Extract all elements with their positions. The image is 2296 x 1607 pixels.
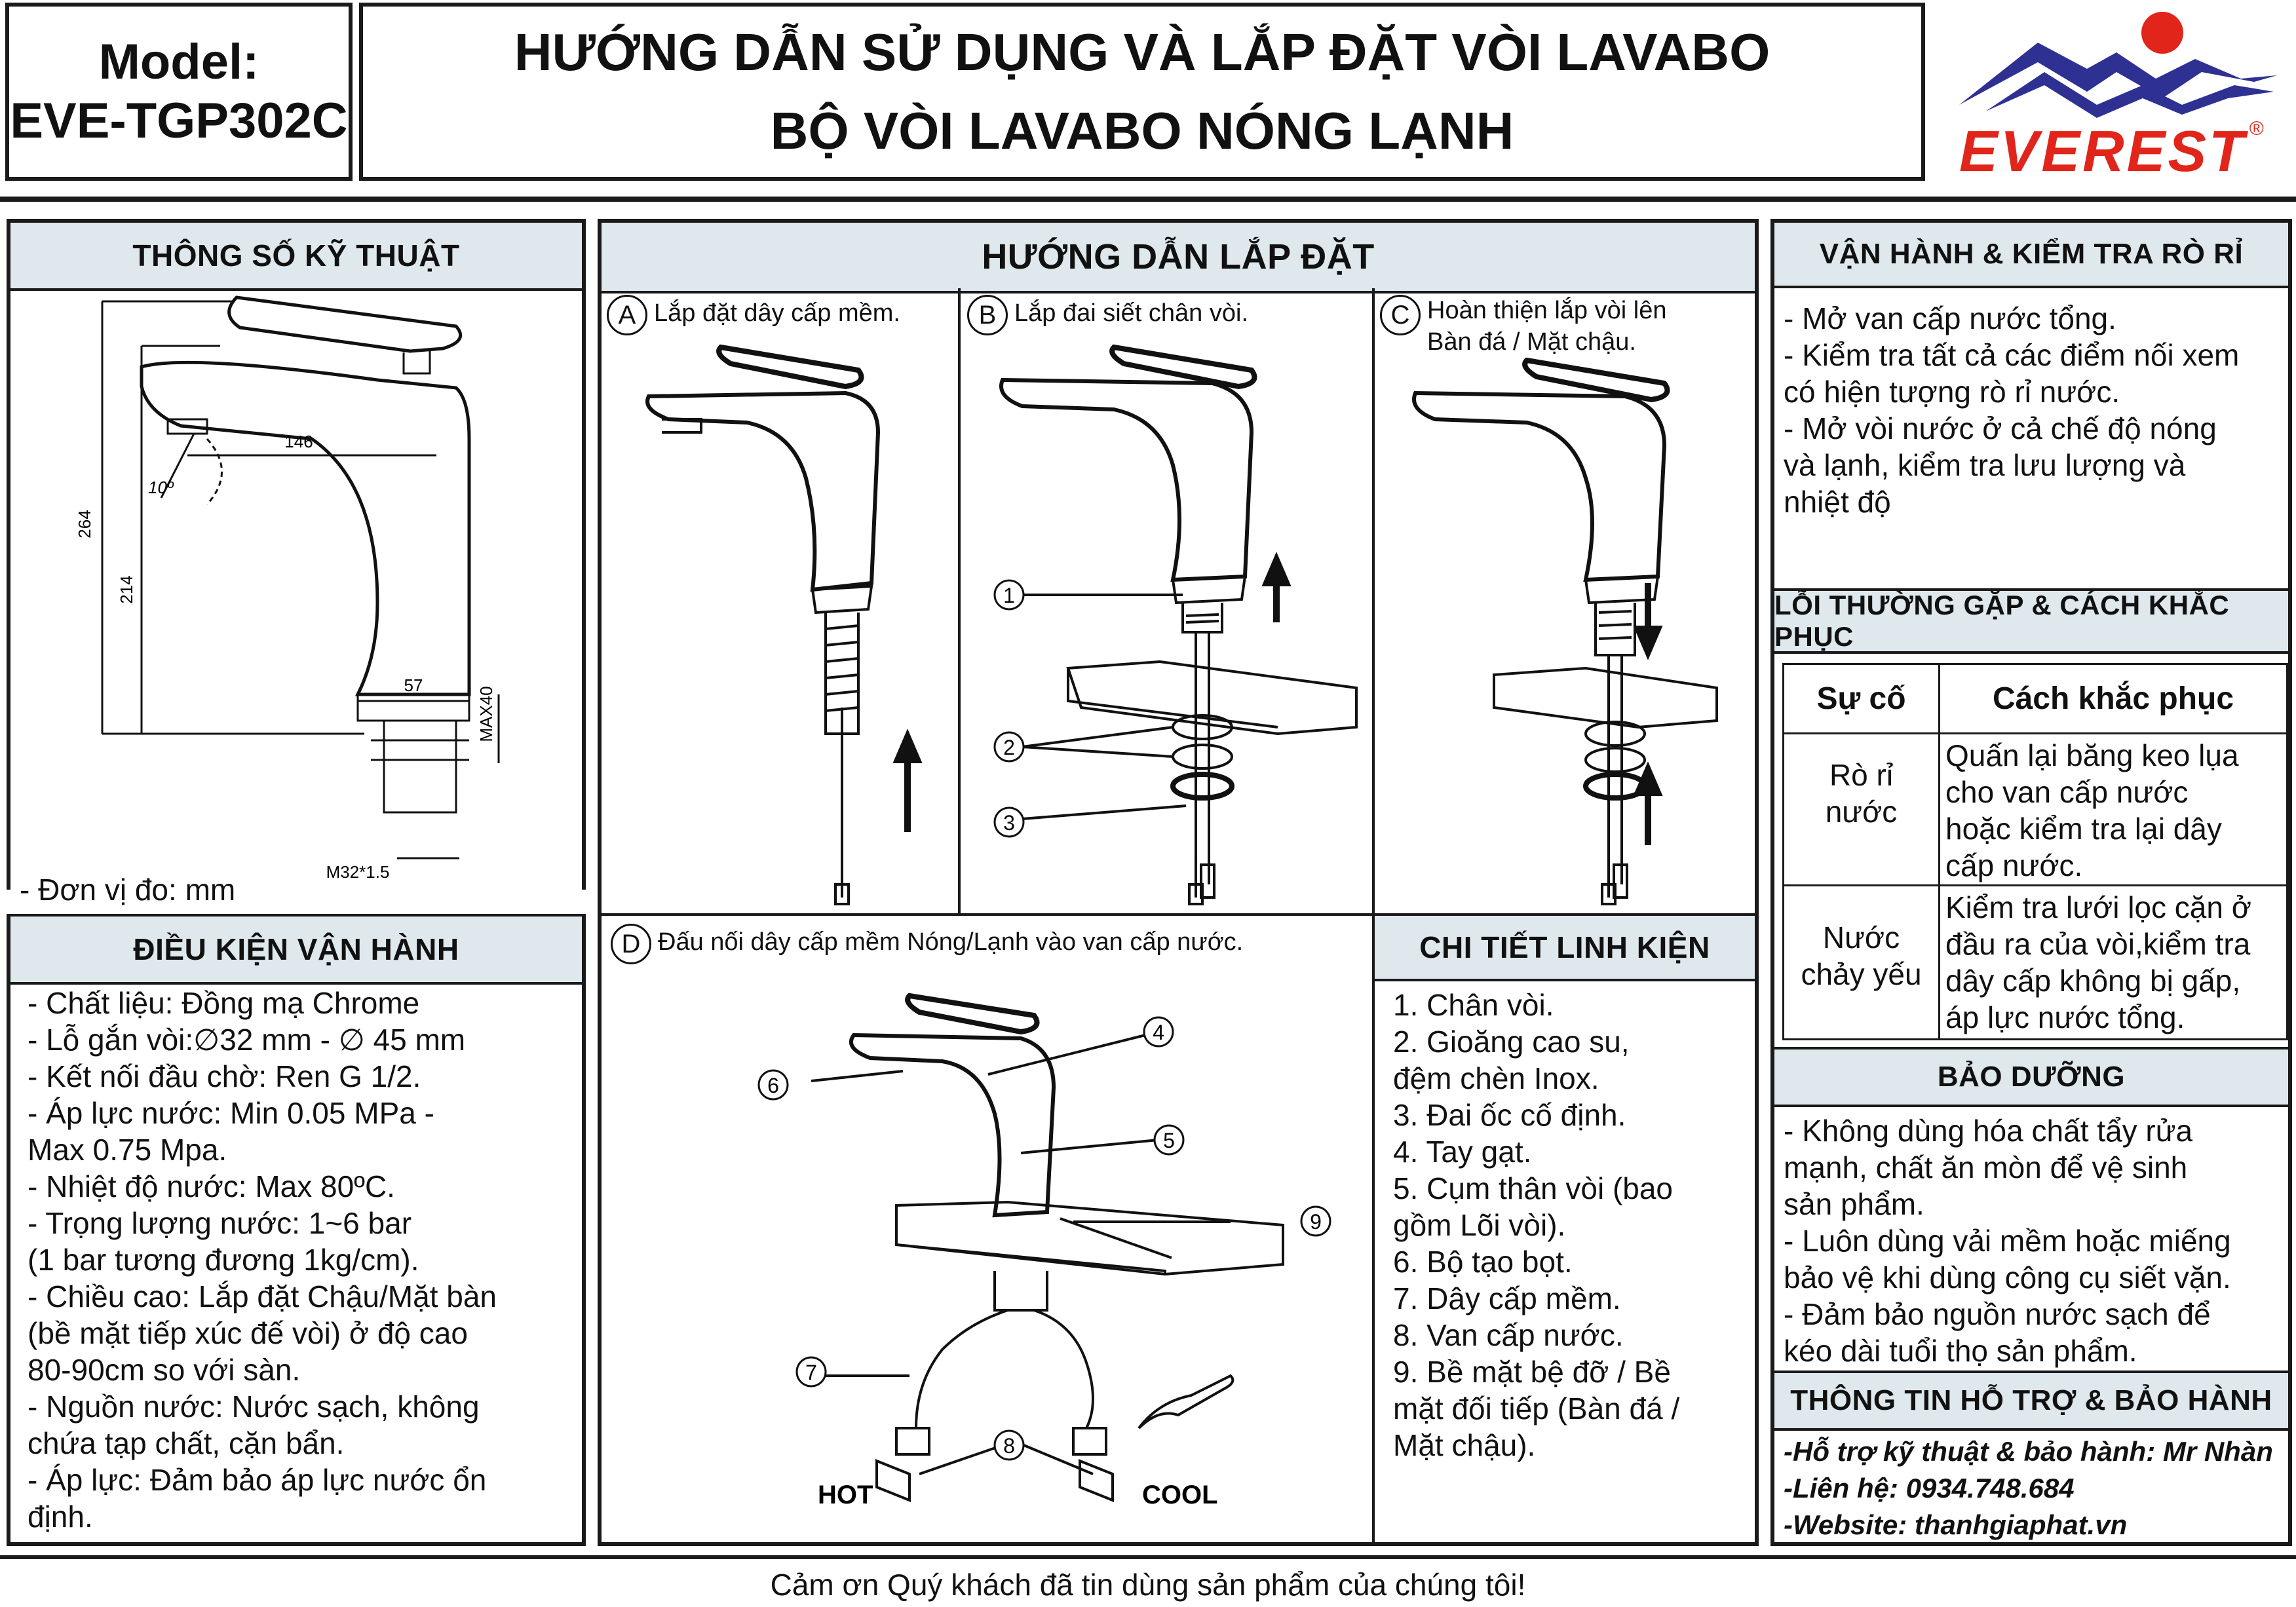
step-d: D Đấu nối dây cấp mềm Nóng/Lạnh vào van … [611, 924, 1243, 964]
callout-9: 9 [1300, 1205, 1331, 1237]
footer-divider [0, 1555, 2296, 1559]
support-text: -Hỗ trợ kỹ thuật & bảo hành: Mr Nhàn -Li… [1784, 1436, 2273, 1540]
issue-cell: Rò rỉ nước [1784, 734, 1940, 886]
step-d-letter: D [611, 924, 651, 964]
svg-text:8: 8 [1003, 1434, 1015, 1458]
svg-text:2: 2 [1003, 736, 1015, 759]
brand-registered-mark: ® [2249, 118, 2264, 140]
callout-2: 2 [993, 731, 1025, 763]
conditions-panel: ĐIỀU KIỆN VẬN HÀNH - Chất liệu: Đồng mạ … [7, 914, 586, 1546]
specs-panel: THÔNG SỐ KỸ THUẬT 264 214 146 57 10º MAX… [7, 219, 586, 907]
install-title: HƯỚNG DẪN LẮP ĐẶT [602, 223, 1755, 293]
step-a-letter: A [607, 295, 647, 335]
step-c: C Hoàn thiện lắp vòi lên Bàn đá / Mặt ch… [1380, 295, 1666, 358]
install-divider-v1 [958, 288, 961, 915]
col-header-fix: Cách khắc phục [1992, 681, 2234, 716]
callout-4: 4 [1143, 1016, 1174, 1048]
model-label: Model: [98, 34, 259, 90]
footer-thanks: Cảm ơn Quý khách đã tin dùng sản phẩm củ… [770, 1568, 1526, 1602]
install-panel: HƯỚNG DẪN LẮP ĐẶT [598, 219, 1759, 1546]
operation-title: VẬN HÀNH & KIỂM TRA RÒ RỈ [1774, 223, 2288, 288]
step-c-drawing [1412, 357, 1718, 905]
issue-cell: Nước chảy yếu [1784, 886, 1940, 1038]
svg-text:5: 5 [1163, 1129, 1175, 1152]
parts-panel: CHI TIẾT LINH KIỆN 1. Chân vòi. 2. Gioăn… [1375, 916, 1755, 1543]
col-header-issue: Sự cố [1816, 681, 1906, 716]
step-b: B Lắp đai siết chân vòi. [967, 295, 1248, 335]
troubleshoot-table: Sự cố Cách khắc phục Rò rỉ nước Quấn lại… [1782, 663, 2288, 1040]
install-divider-h [602, 913, 1755, 916]
callout-5: 5 [1153, 1124, 1185, 1156]
fix-cell: Kiểm tra lưới lọc cặn ở đầu ra của vòi,k… [1945, 890, 2251, 1034]
parts-list: 1. Chân vòi. 2. Gioăng cao su, đệm chèn … [1393, 988, 1680, 1462]
model-code: EVE-TGP302C [10, 93, 348, 149]
maintenance-text: - Không dùng hóa chất tẩy rửa mạnh, chất… [1784, 1114, 2231, 1368]
callout-7: 7 [795, 1356, 827, 1388]
conditions-text: - Chất liệu: Đồng mạ Chrome - Lỗ gắn vòi… [28, 986, 497, 1534]
step-d-drawing: 4 5 6 7 8 9 HOT COOL [757, 993, 1331, 1509]
mountain-logo-icon [1959, 12, 2277, 118]
brand-logo: EVEREST ® [1946, 7, 2287, 183]
troubleshoot-title: LỖI THƯỜNG GẶP & CÁCH KHẮC PHỤC [1774, 588, 2288, 654]
brand-name: EVEREST [1959, 119, 2247, 183]
svg-text:7: 7 [805, 1361, 817, 1384]
svg-text:6: 6 [767, 1074, 779, 1097]
fix-cell: Quấn lại băng keo lụa cho van cấp nước h… [1945, 738, 2239, 882]
parts-title: CHI TIẾT LINH KIỆN [1375, 916, 1755, 981]
model-box: Model: EVE-TGP302C [5, 3, 353, 181]
dim-57: 57 [404, 675, 423, 695]
svg-text:1: 1 [1003, 584, 1015, 607]
callout-3: 3 [993, 806, 1025, 838]
title-box: HƯỚNG DẪN SỬ DỤNG VÀ LẮP ĐẶT VÒI LAVABO … [359, 3, 1925, 181]
dim-max40: MAX40 [476, 686, 496, 742]
unit-note: - Đơn vị đo: mm [20, 873, 236, 907]
step-b-caption: Lắp đai siết chân vòi. [1014, 299, 1249, 327]
callout-1: 1 [993, 579, 1025, 611]
hot-label: HOT [818, 1481, 873, 1509]
page-title: HƯỚNG DẪN SỬ DỤNG VÀ LẮP ĐẶT VÒI LAVABO [514, 23, 1770, 81]
callout-6: 6 [757, 1069, 789, 1101]
maintenance-title: BẢO DƯỠNG [1774, 1047, 2288, 1107]
step-b-drawing: 1 2 3 [993, 344, 1358, 905]
step-c-letter: C [1380, 295, 1421, 335]
page-subtitle: BỘ VÒI LAVABO NÓNG LẠNH [770, 102, 1514, 160]
dim-angle: 10º [148, 478, 174, 497]
cool-label: COOL [1142, 1481, 1218, 1509]
dim-146: 146 [284, 432, 313, 451]
svg-text:9: 9 [1310, 1210, 1322, 1234]
step-b-letter: B [967, 295, 1008, 335]
arrow-up-icon [1633, 761, 1663, 845]
support-title: THÔNG TIN HỖ TRỢ & BẢO HÀNH [1774, 1371, 2288, 1431]
table-row: Rò rỉ nước Quấn lại băng keo lụa cho van… [1784, 734, 2286, 886]
step-a-caption: Lắp đặt dây cấp mềm. [654, 299, 900, 327]
svg-text:4: 4 [1153, 1021, 1164, 1044]
arrow-up-icon [892, 728, 923, 832]
svg-text:3: 3 [1003, 811, 1015, 835]
arrow-up-icon [1261, 552, 1292, 622]
header-divider [0, 197, 2296, 202]
step-a: A Lắp đặt dây cấp mềm. [607, 295, 900, 335]
callout-8: 8 [993, 1429, 1025, 1461]
table-row: Nước chảy yếu Kiểm tra lưới lọc cặn ở đầ… [1784, 886, 2286, 1038]
dim-214: 214 [117, 575, 136, 603]
dim-thread: M32*1.5 [326, 862, 390, 878]
specs-title: THÔNG SỐ KỸ THUẬT [10, 223, 582, 291]
faucet-dimension-drawing: 264 214 146 57 10º MAX40 M32*1.5 [75, 295, 500, 878]
operation-text: - Mở van cấp nước tổng. - Kiểm tra tất c… [1784, 301, 2240, 519]
right-panel [1770, 219, 2292, 1546]
arrow-down-icon [1633, 583, 1663, 660]
step-a-drawing [645, 344, 923, 905]
step-d-caption: Đấu nối dây cấp mềm Nóng/Lạnh vào van cấ… [658, 928, 1244, 956]
conditions-title: ĐIỀU KIỆN VẬN HÀNH [10, 914, 582, 985]
dim-264: 264 [75, 510, 94, 538]
step-c-caption: Hoàn thiện lắp vòi lên Bàn đá / Mặt chậu… [1427, 297, 1667, 356]
